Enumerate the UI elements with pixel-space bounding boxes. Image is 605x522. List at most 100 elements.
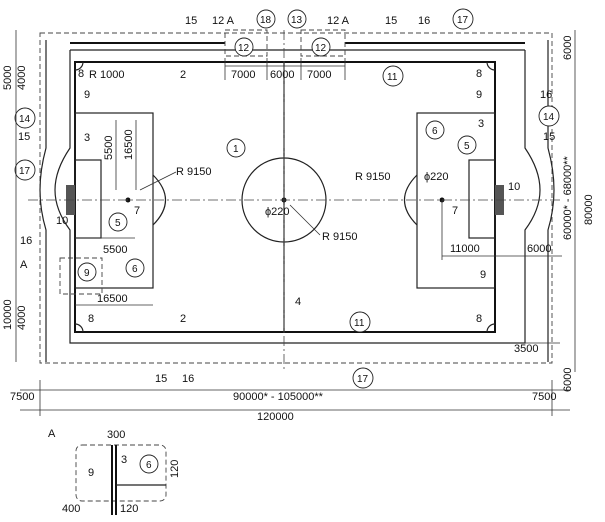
label-2-bottom: 2 [180,313,186,325]
label-r1000: R 1000 [89,69,124,81]
label-16-left: 16 [20,235,32,247]
dim-5500-h: 5500 [103,244,127,256]
label-9-right-bottom: 9 [480,269,486,281]
label-16-right: 16 [540,89,552,101]
label-12a-left: 12 A [212,15,235,27]
dim-left-4000-top: 4000 [16,66,28,90]
marker-17-top: 17 [452,8,474,30]
corner-arc-tr [486,61,496,71]
dim-7000-left: 7000 [231,69,255,81]
marker-text: 14 [19,114,31,125]
marker-5-left: 5 [108,212,128,232]
label-10-right: 10 [508,181,520,193]
label-4: 4 [295,296,301,308]
marker-12-left: 12 [234,37,254,57]
marker-6-right: 6 [425,120,445,140]
dim-16500-h: 16500 [97,293,128,305]
label-r9150-right: R 9150 [355,171,390,183]
dim-left-10000: 10000 [2,299,14,330]
marker-5-right: 5 [457,135,477,155]
dim-90000: 90000* - 105000** [233,391,324,403]
corner-arc-br [486,323,496,333]
left-penalty-arc [152,174,167,226]
marker-text: 1 [233,144,239,155]
dim-6000-top: 6000 [270,69,294,81]
detail-A-9: 9 [88,467,94,479]
label-8-tl: 8 [78,68,84,80]
dim-3500: 3500 [514,343,538,355]
label-15-top-right: 15 [385,15,397,27]
dim-6000-right: 6000 [527,243,551,255]
marker-text: 18 [260,15,272,26]
dim-120000: 120000 [257,411,294,423]
marker-text: 12 [315,43,327,54]
marker-text: 5 [464,141,470,152]
marker-13: 13 [287,9,307,29]
dim-right-60000: 60000* - 68000** [562,155,574,240]
marker-14-left: 14 [14,107,36,129]
marker-text: 11 [354,318,365,329]
label-r9150-center: R 9150 [322,231,357,243]
label-15-right: 15 [543,131,555,143]
marker-text: 6 [132,264,138,275]
leader [139,171,177,191]
dim-7500-right: 7500 [532,391,556,403]
label-8-bl: 8 [88,313,94,325]
label-phi220-right: ϕ220 [424,171,449,183]
marker-6-left: 6 [125,258,145,278]
detail-A: A 300 3 9 120 400 120 [48,428,181,515]
label-r9150-left: R 9150 [176,166,211,178]
label-16-bottom: 16 [182,373,194,385]
label-phi220-center: ϕ220 [265,206,290,218]
right-penalty-area [416,112,496,289]
marker-11-top: 11 [382,65,404,87]
track-boundary [54,49,541,344]
dim-16500-v: 16500 [123,129,135,160]
marker-6-detail: 6 [139,454,159,474]
detail-A-label: A [48,428,56,440]
dim-right-80000: 80000 [583,194,595,225]
dim-7500-left: 7500 [10,391,34,403]
marker-text: 17 [357,374,369,385]
marker-1: 1 [226,138,246,158]
marker-11-bottom: 11 [349,311,371,333]
leader [289,204,321,236]
corner-arc-tl [74,61,84,71]
label-15-top: 15 [185,15,197,27]
dim-5500-v: 5500 [103,136,115,160]
dim-right-6000-top: 6000 [562,36,574,60]
label-A-left: A [20,259,28,271]
right-penalty-arc [403,174,418,226]
dim-11000: 11000 [450,243,480,255]
label-8-tr: 8 [476,68,482,80]
marker-18: 18 [256,9,276,29]
left-goal-area [74,159,102,239]
marker-text: 17 [457,15,469,26]
marker-text: 6 [146,460,152,471]
marker-9-leftA: 9 [77,262,97,282]
marker-text: 13 [291,15,303,26]
marker-text: 14 [543,112,555,123]
marker-17-left: 17 [14,159,36,181]
label-15-bottom: 15 [155,373,167,385]
marker-text: 12 [238,43,250,54]
marker-12-right: 12 [311,37,331,57]
marker-14-right: 14 [538,105,560,127]
right-outer-line [547,40,555,362]
detail-A-outline [59,257,103,295]
dim-right-6000-bottom: 6000 [562,368,574,392]
dim-left-4000-bottom: 4000 [16,306,28,330]
label-3-left: 3 [84,132,90,144]
detail-A-120h: 120 [120,503,138,515]
label-15-left: 15 [18,131,30,143]
detail-A-300: 300 [107,429,125,441]
marker-text: 11 [387,72,398,83]
detail-A-400: 400 [62,503,80,515]
label-7-right: 7 [452,205,458,217]
dim-7000-right: 7000 [307,69,331,81]
right-goal-area [468,159,496,239]
playing-field [74,61,496,333]
label-2-top: 2 [180,69,186,81]
label-9-left-top: 9 [84,89,90,101]
